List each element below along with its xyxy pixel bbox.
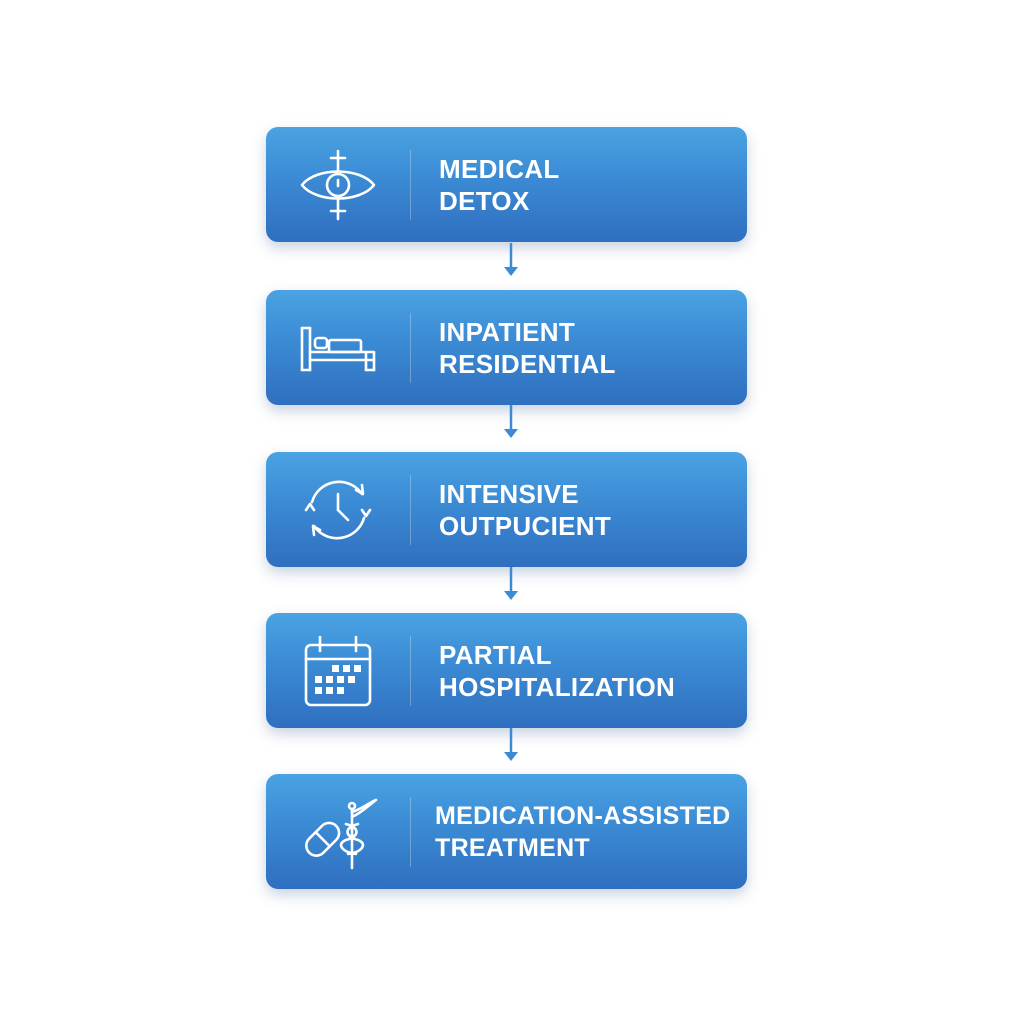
down-arrow-icon	[502, 567, 520, 603]
down-arrow-icon	[502, 243, 520, 279]
step-divider	[410, 635, 411, 706]
step-label-line1: INTENSIVE	[439, 478, 579, 509]
step-label-line1: MEDICATION-ASSISTED	[435, 801, 731, 830]
step-label-line2: TREATMENT	[435, 833, 590, 862]
step-label: PARTIAL HOSPITALIZATION	[411, 639, 675, 703]
step-inpatient-residential: INPATIENT RESIDENTIAL	[266, 290, 747, 405]
step-label: MEDICAL DETOX	[411, 153, 560, 217]
step-label-line1: PARTIAL	[439, 639, 552, 670]
step-label-line2: RESIDENTIAL	[439, 348, 616, 379]
step-divider	[410, 474, 411, 545]
step-medication-assisted-treatment: MEDICATION-ASSISTED TREATMENT	[266, 774, 747, 889]
step-divider	[410, 796, 411, 867]
step-medical-detox: MEDICAL DETOX	[266, 127, 747, 242]
down-arrow-icon	[502, 728, 520, 764]
step-label: MEDICATION-ASSISTED TREATMENT	[411, 800, 731, 864]
step-partial-hospitalization: PARTIAL HOSPITALIZATION	[266, 613, 747, 728]
step-label: INTENSIVE OUTPUCIENT	[411, 478, 611, 542]
bed-icon	[266, 290, 410, 405]
step-label-line2: HOSPITALIZATION	[439, 671, 676, 702]
step-divider	[410, 312, 411, 383]
step-label-line2: OUTPUCIENT	[439, 510, 611, 541]
step-intensive-outpatient: INTENSIVE OUTPUCIENT	[266, 452, 747, 567]
step-label-line2: DETOX	[439, 185, 530, 216]
step-label-line1: INPATIENT	[439, 316, 576, 347]
down-arrow-icon	[502, 405, 520, 441]
pill-caduceus-icon	[266, 774, 410, 889]
step-label: INPATIENT RESIDENTIAL	[411, 316, 616, 380]
eye-cross-icon	[266, 127, 410, 242]
step-divider	[410, 149, 411, 220]
step-label-line1: MEDICAL	[439, 153, 560, 184]
clock-cycle-icon	[266, 452, 410, 567]
calendar-icon	[266, 613, 410, 728]
